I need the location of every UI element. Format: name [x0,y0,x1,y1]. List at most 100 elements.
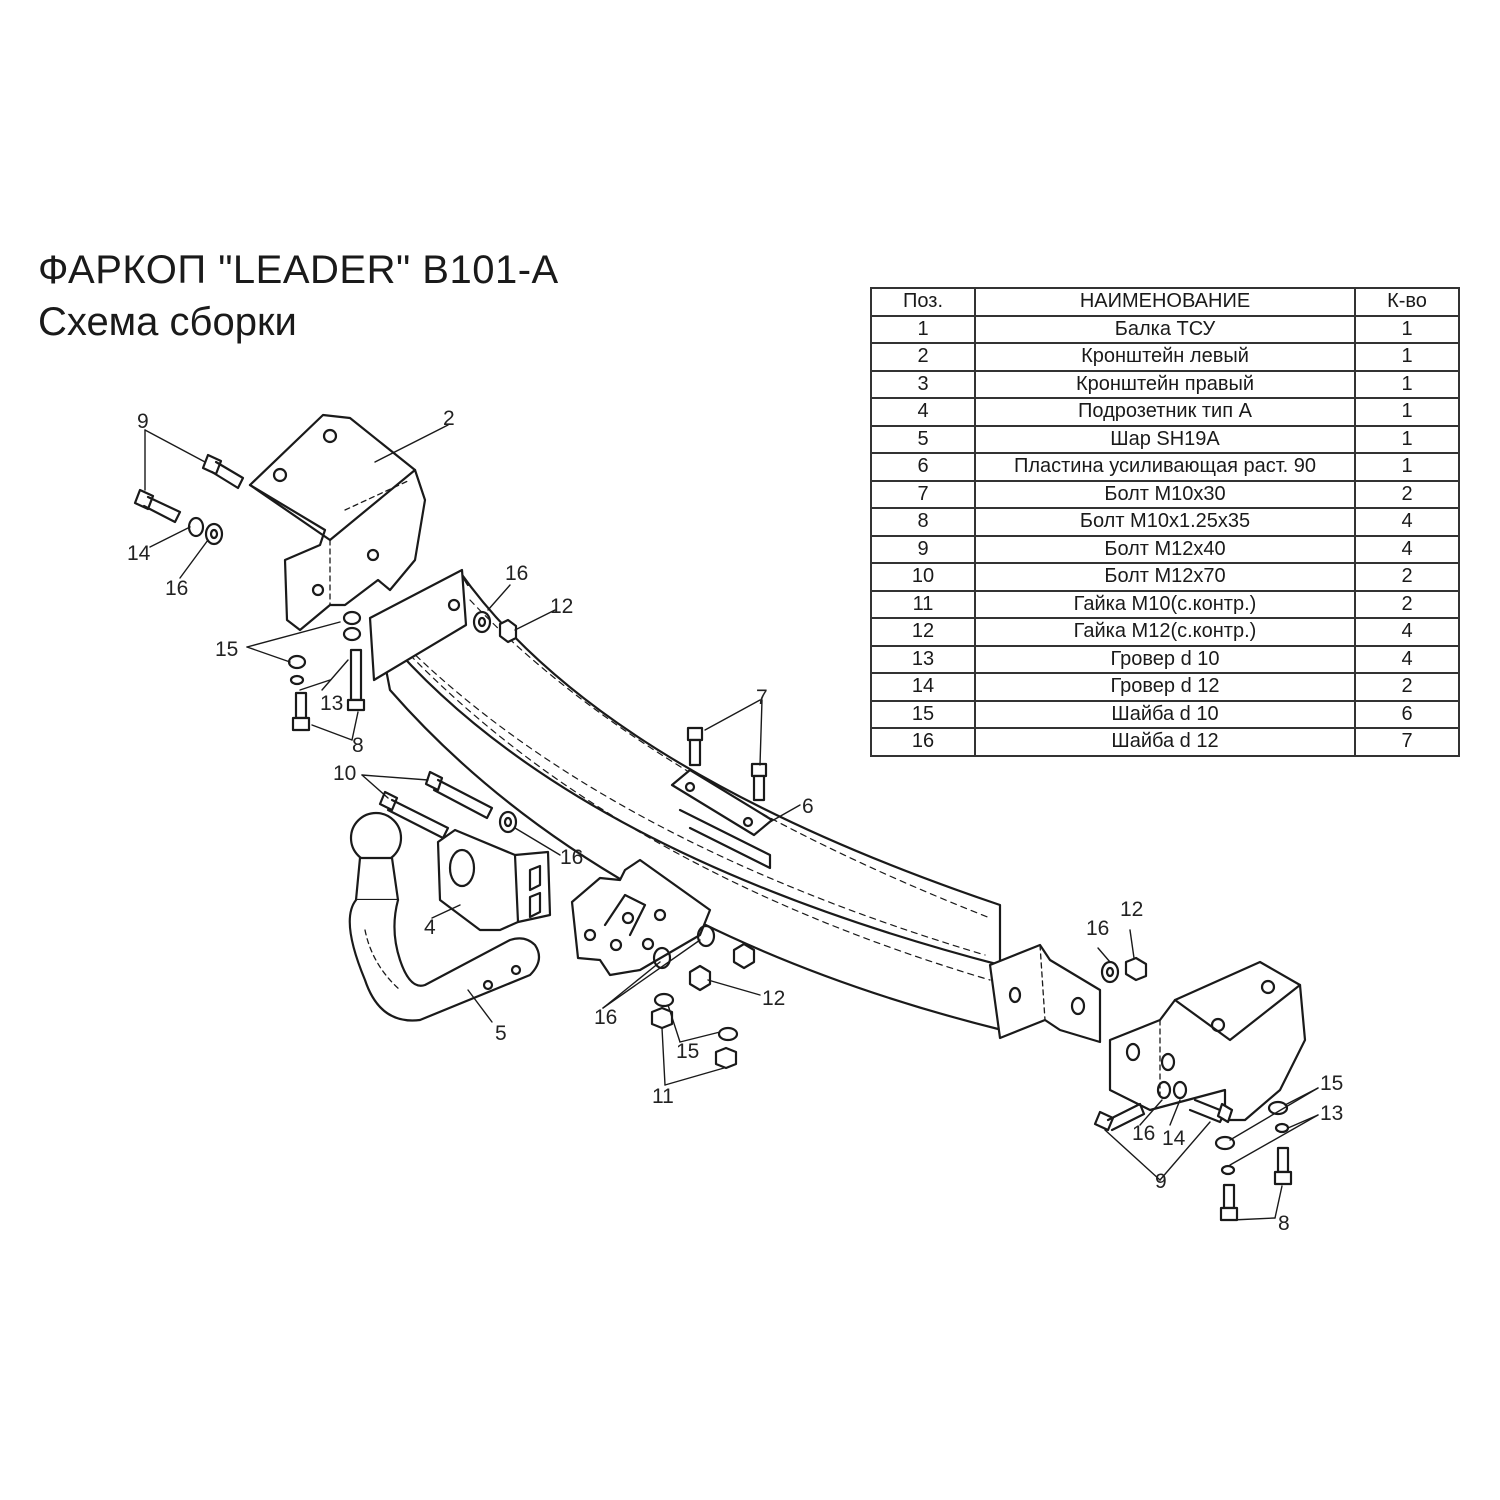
callout-9: 9 [1155,1170,1167,1193]
cell-qty: 4 [1354,507,1460,537]
washer-nut-top [472,610,518,644]
cell-pos: 3 [870,369,976,399]
callout-16: 16 [1086,917,1109,940]
callout-14: 14 [1162,1127,1186,1150]
diagram-subtitle: Схема сборки [38,300,297,344]
cell-qty: 2 [1354,479,1460,509]
cell-name: Кронштейн правый [974,369,1356,399]
callout-8: 8 [1278,1212,1290,1235]
cell-qty: 6 [1354,699,1460,729]
middle-mount [570,858,712,977]
callout-16: 16 [560,846,583,869]
washer-16-mid [498,810,518,834]
callout-8: 8 [352,734,364,757]
callout-16: 16 [594,1006,617,1029]
cell-qty: 2 [1354,672,1460,702]
callout-9: 9 [137,410,149,433]
cell-qty: 1 [1354,314,1460,344]
callout-14: 14 [127,542,151,565]
callout-12: 12 [550,595,573,618]
cell-name: Болт М10х1.25х35 [974,507,1356,537]
cell-pos: 9 [870,534,976,564]
cell-qty: 1 [1354,424,1460,454]
cell-name: Кронштейн левый [974,342,1356,372]
cell-pos: 16 [870,727,976,757]
beam-right-flange [988,943,1102,1044]
cell-name: Шар SH19A [974,424,1356,454]
cell-pos: 1 [870,314,976,344]
cell-qty: 1 [1354,342,1460,372]
callout-15: 15 [215,638,238,661]
cell-name: Балка ТСУ [974,314,1356,344]
callouts: 9 2 14 16 16 12 15 13 8 7 6 10 16 4 5 16… [127,407,1343,1235]
cell-pos: 6 [870,452,976,482]
callout-12: 12 [1120,898,1143,921]
cell-name: Болт М10х30 [974,479,1356,509]
cell-pos: 13 [870,644,976,674]
cell-name: Пластина усиливающая раст. 90 [974,452,1356,482]
callout-11: 11 [652,1085,674,1108]
callout-5: 5 [495,1022,507,1045]
socket-plate [436,828,552,932]
callout-2: 2 [443,407,455,430]
cell-name: Подрозетник тип А [974,397,1356,427]
callout-12: 12 [762,987,785,1010]
cell-pos: 12 [870,617,976,647]
callout-15: 15 [676,1040,699,1063]
washer-nut-right [1100,956,1148,984]
parts-table-header: Поз. НАИМЕНОВАНИЕ К-во [870,287,1460,317]
cell-qty: 2 [1354,562,1460,592]
cell-qty: 1 [1354,452,1460,482]
diagram-title: ФАРКОП "LEADER" B101-A [38,248,559,292]
cell-qty: 1 [1354,369,1460,399]
bolts-7 [686,726,768,802]
callout-13: 13 [320,692,343,715]
callout-16: 16 [505,562,528,585]
callout-4: 4 [424,916,436,939]
header-qty: К-во [1354,287,1460,317]
left-bracket [248,413,427,632]
tow-ball [348,811,541,1022]
callout-16: 16 [1132,1122,1155,1145]
reinforcing-plate [670,768,774,870]
cell-qty: 7 [1354,727,1460,757]
callout-10: 10 [333,762,356,785]
cell-pos: 4 [870,397,976,427]
cell-name: Шайба d 12 [974,727,1356,757]
washers-nuts-middle [650,924,756,1070]
leader-lines [144,424,1319,1221]
right-bracket [1108,960,1307,1122]
washers-bolts-right [1214,1100,1293,1222]
cell-pos: 11 [870,589,976,619]
tow-beam [368,568,1004,1032]
callout-16: 16 [165,577,188,600]
bolt-9-left [133,453,245,524]
cell-qty: 1 [1354,397,1460,427]
cell-pos: 2 [870,342,976,372]
cell-name: Гровер d 10 [974,644,1356,674]
bolt-8-left [291,648,366,732]
callout-13: 13 [1320,1102,1343,1125]
callout-15: 15 [1320,1072,1343,1095]
header-name: НАИМЕНОВАНИЕ [974,287,1356,317]
callout-6: 6 [802,795,814,818]
cell-name: Гайка М12(с.контр.) [974,617,1356,647]
callout-7: 7 [756,686,768,709]
cell-pos: 5 [870,424,976,454]
header-pos: Поз. [870,287,976,317]
